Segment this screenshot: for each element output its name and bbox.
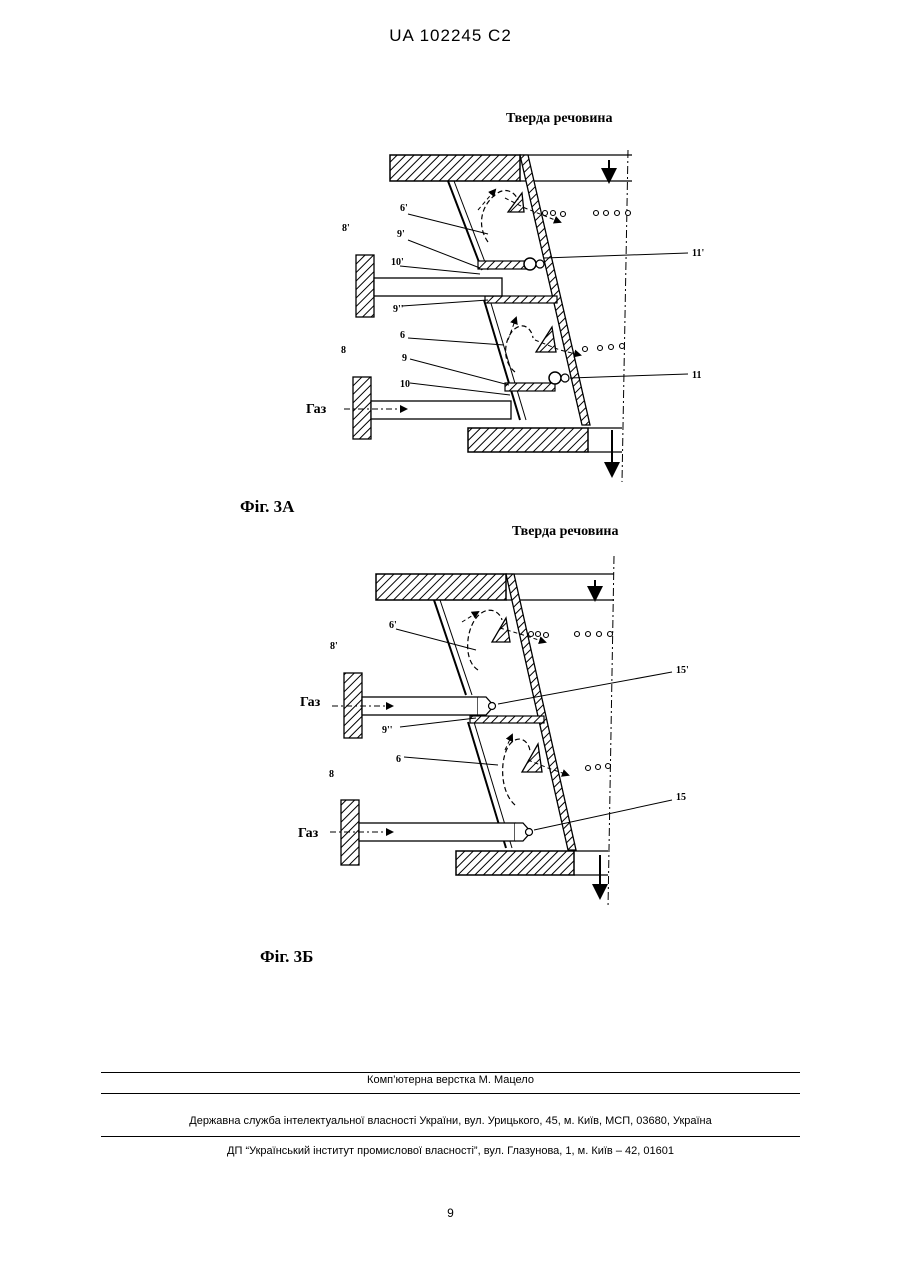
label-11prime: 11' bbox=[692, 248, 704, 259]
label-8prime: 8' bbox=[342, 223, 350, 234]
nozzle-15 bbox=[526, 829, 533, 836]
footer-rule-2 bbox=[101, 1093, 800, 1094]
label-9prime: 9' bbox=[397, 229, 405, 240]
fig-3a-axis bbox=[622, 150, 628, 482]
fig-3b-gas-label-top: Газ bbox=[300, 695, 321, 710]
label-b-6: 6 bbox=[396, 754, 401, 765]
fig-3b-outer-wall bbox=[506, 574, 576, 850]
label-9doubleprime: 9'' bbox=[393, 304, 404, 315]
footer-agency: Державна служба інтелектуальної власност… bbox=[0, 1115, 901, 1127]
nozzle-15prime bbox=[489, 703, 496, 710]
fig-3b-title: Тверда речовина bbox=[512, 524, 619, 539]
fig-3b-axis bbox=[608, 556, 614, 908]
page-number: 9 bbox=[0, 1206, 901, 1220]
fig-3b-gas-label-bottom: Газ bbox=[298, 826, 319, 841]
figure-3b: Тверда речовина bbox=[260, 524, 689, 966]
label-8: 8 bbox=[341, 345, 346, 356]
fig-3a-title: Тверда речовина bbox=[506, 111, 613, 126]
label-11: 11 bbox=[692, 370, 701, 381]
fig-3a-flange-8prime bbox=[356, 255, 374, 317]
fig-3a-top-block bbox=[390, 155, 520, 181]
label-b-8: 8 bbox=[329, 769, 334, 780]
footer-rule-1 bbox=[101, 1072, 800, 1073]
fig-3b-caption: Фіг. 3Б bbox=[260, 947, 313, 966]
fig-3b-top-block bbox=[376, 574, 506, 600]
fig-3a-gas-label: Газ bbox=[306, 402, 327, 417]
fig-3a-flange-8 bbox=[353, 377, 371, 439]
label-15prime: 15' bbox=[676, 665, 689, 676]
label-6prime: 6' bbox=[400, 203, 408, 214]
fig-3a-bottom-block bbox=[468, 428, 588, 452]
figure-3a: Тверда речовина bbox=[240, 111, 704, 516]
label-15: 15 bbox=[676, 792, 686, 803]
label-b-6prime: 6' bbox=[389, 620, 397, 631]
footer-rule-3 bbox=[101, 1136, 800, 1137]
footer-institute: ДП “Український інститут промислової вла… bbox=[0, 1145, 901, 1157]
fig-3a-pipe-upper bbox=[374, 278, 502, 296]
label-6: 6 bbox=[400, 330, 405, 341]
fig-3a-pipe-gas bbox=[371, 401, 511, 419]
label-9: 9 bbox=[402, 353, 407, 364]
label-b-8prime: 8' bbox=[330, 641, 338, 652]
fig-3b-bottom-block bbox=[456, 851, 574, 875]
label-b-9doubleprime: 9'' bbox=[382, 725, 393, 736]
footer-typesetter: Комп’ютерна верстка М. Мацело bbox=[0, 1074, 901, 1086]
label-10prime: 10' bbox=[391, 257, 404, 268]
label-10: 10 bbox=[400, 379, 410, 390]
fig-3a-caption: Фіг. 3А bbox=[240, 497, 295, 516]
